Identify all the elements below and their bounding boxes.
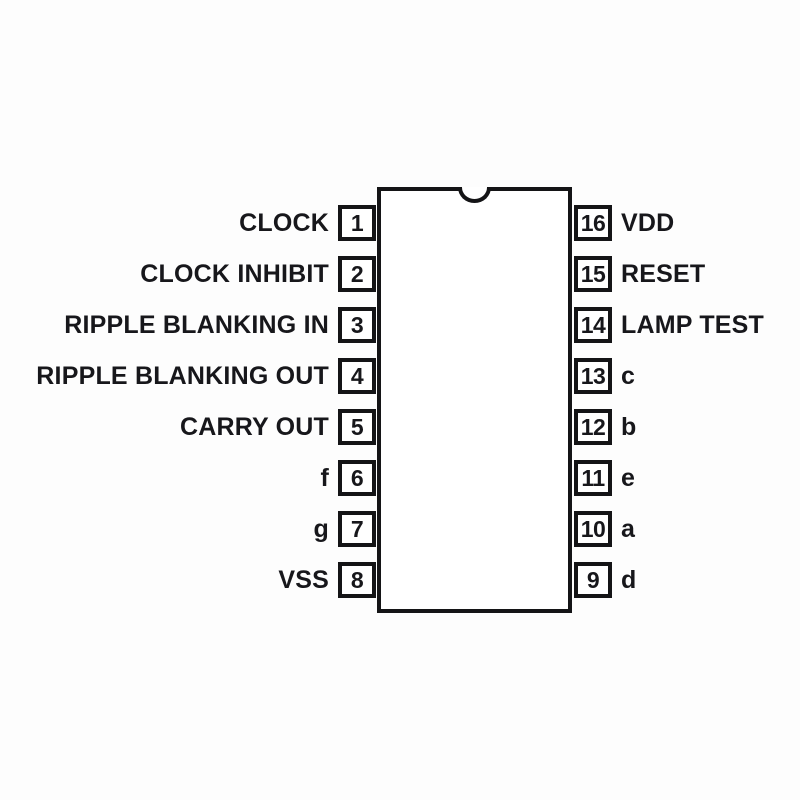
pin-box-right: 16 [574,205,612,241]
pin-box-left: 4 [338,358,376,394]
pin-box-left: 2 [338,256,376,292]
pin-label-left: RIPPLE BLANKING IN [64,311,329,339]
pin-row-8-9: VSS 8 9 d [0,562,800,598]
pin-label-left: RIPPLE BLANKING OUT [36,362,329,390]
pin-label-right: b [621,413,637,441]
pin-box-right: 15 [574,256,612,292]
pin-box-right: 11 [574,460,612,496]
pin-row-3-14: RIPPLE BLANKING IN 3 14 LAMP TEST [0,307,800,343]
pin-label-left: CLOCK [239,209,329,237]
pin-label-right: LAMP TEST [621,311,765,339]
pin-number: 1 [350,210,364,236]
pin-box-right: 13 [574,358,612,394]
pin-label-right: a [621,515,636,543]
pin-number: 14 [580,312,606,338]
pin-label-right: RESET [621,260,706,288]
pin-number: 2 [350,261,364,287]
pin-number: 5 [350,414,364,440]
pin-label-left: CARRY OUT [179,413,329,441]
pin-label-right: e [621,464,636,492]
pin-row-6-11: f 6 11 e [0,460,800,496]
pin-number: 12 [580,414,606,440]
pin-box-right: 12 [574,409,612,445]
pin-box-left: 1 [338,205,376,241]
pin-label-right: c [621,362,636,390]
pin-number: 9 [586,567,600,593]
pin-box-right: 14 [574,307,612,343]
pin-number: 3 [350,312,364,338]
pin-label-left: f [320,464,329,492]
pin-number: 15 [580,261,606,287]
pin-row-7-10: g 7 10 a [0,511,800,547]
pin-label-left: VSS [278,566,329,594]
pin-box-left: 8 [338,562,376,598]
pin-box-left: 6 [338,460,376,496]
pin-number: 10 [580,516,606,542]
pin-box-left: 7 [338,511,376,547]
pin-number: 13 [580,363,606,389]
pin-number: 7 [350,516,364,542]
pin-number: 6 [350,465,364,491]
pin-number: 8 [350,567,364,593]
pin-row-2-15: CLOCK INHIBIT 2 15 RESET [0,256,800,292]
pin-row-5-12: CARRY OUT 5 12 b [0,409,800,445]
pin-number: 4 [350,363,364,389]
pin-box-left: 3 [338,307,376,343]
pin-row-4-13: RIPPLE BLANKING OUT 4 13 c [0,358,800,394]
pin-number: 16 [580,210,606,236]
pin-box-right: 10 [574,511,612,547]
pin-label-right: d [621,566,637,594]
ic-chip-body [377,187,572,613]
pin-box-left: 5 [338,409,376,445]
pin-label-left: CLOCK INHIBIT [140,260,329,288]
pin-label-right: VDD [621,209,675,237]
pin-number: 11 [581,465,605,491]
pin-row-1-16: CLOCK 1 16 VDD [0,205,800,241]
pin-label-left: g [313,515,329,543]
pin-box-right: 9 [574,562,612,598]
